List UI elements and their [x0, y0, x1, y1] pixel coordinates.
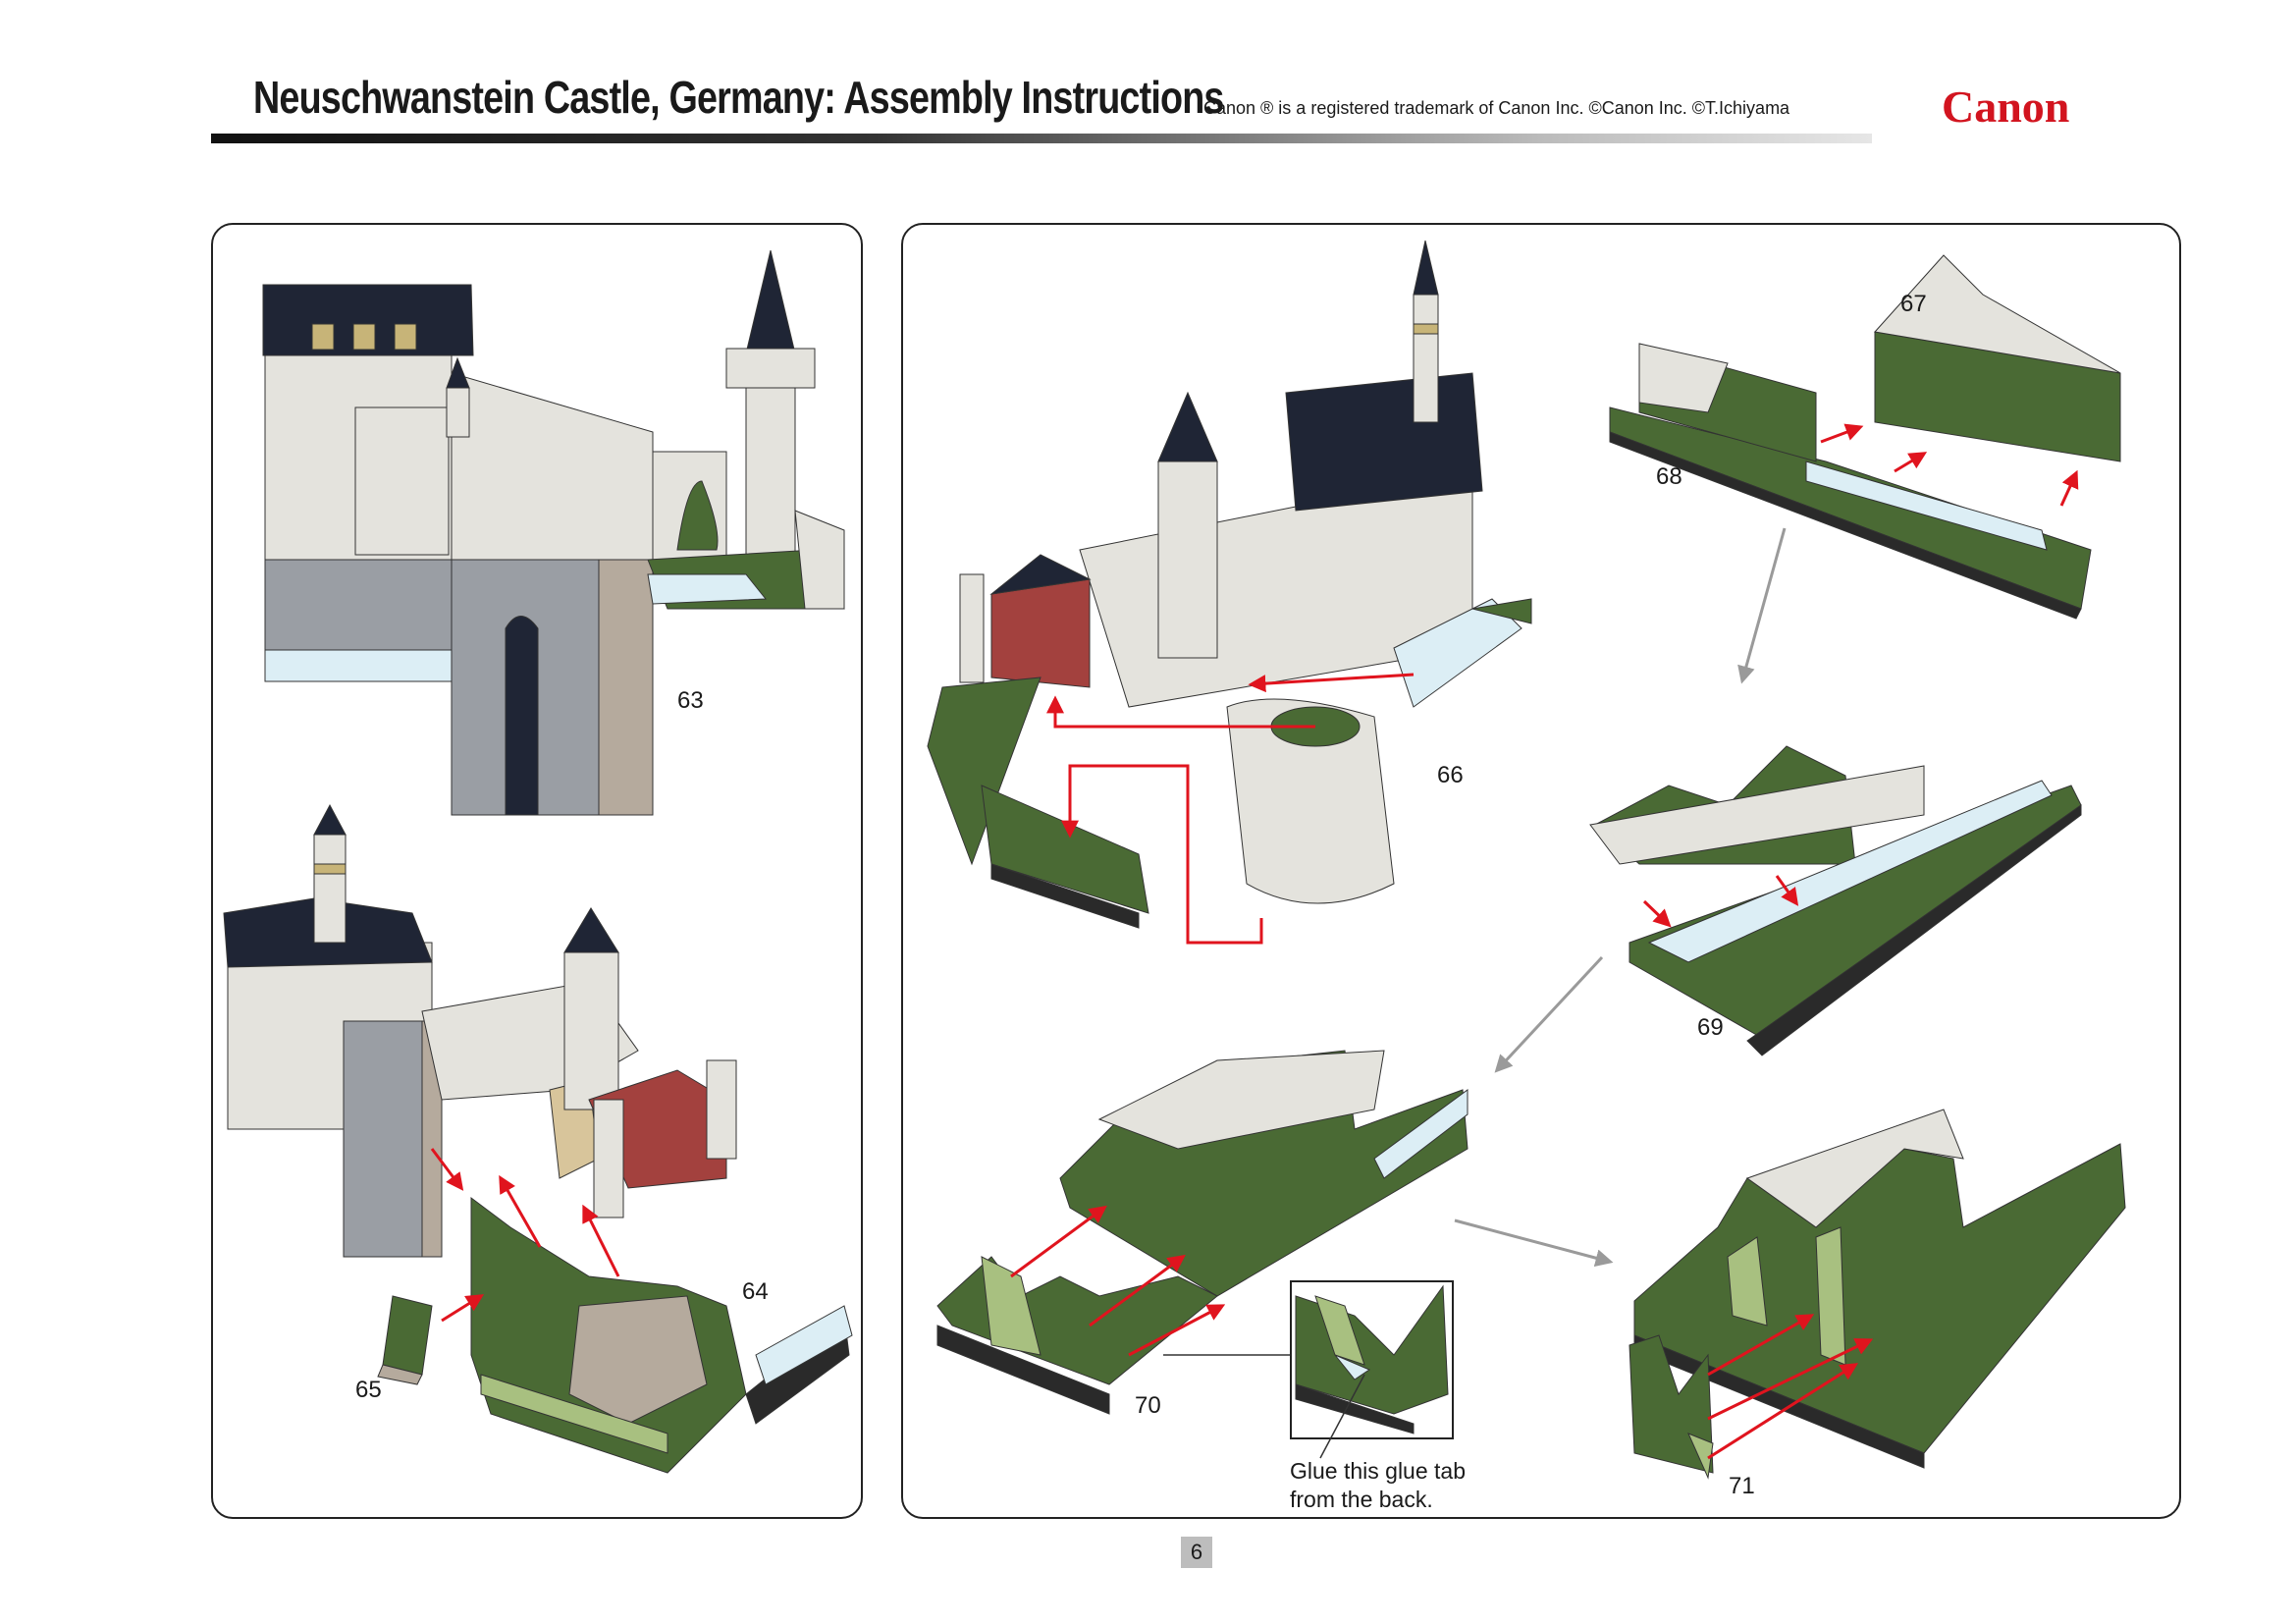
- base-model-step-70: [936, 1050, 1468, 1415]
- step-label-66: 66: [1437, 762, 1464, 788]
- castle-model-step-66: [927, 240, 1532, 929]
- page-title: Neuschwanstein Castle, Germany: Assembly…: [253, 72, 1224, 123]
- step-label-69: 69: [1697, 1014, 1724, 1041]
- arrows-step-67-68: [1820, 423, 2079, 507]
- arrows-step-71: [1707, 1314, 1874, 1460]
- step-label-67: 67: [1900, 291, 1927, 317]
- step-label-63: 63: [677, 687, 704, 714]
- page-number: 6: [1181, 1537, 1212, 1568]
- glue-tab-note: Glue this glue tab from the back.: [1290, 1457, 1466, 1514]
- base-model-step-71: [1629, 1109, 2126, 1480]
- note-pointer: [1319, 1374, 1365, 1459]
- gray-arrow-2: [1494, 955, 1604, 1073]
- glue-tab-note-line-2: from the back.: [1290, 1487, 1433, 1512]
- header-rule: [211, 134, 1872, 143]
- castle-model-step-63: [262, 249, 845, 816]
- step-label-64: 64: [742, 1278, 769, 1305]
- arrows-step-70: [1010, 1205, 1226, 1357]
- base-model-step-67-68: [1609, 254, 2121, 620]
- rock-base-step-64: [377, 1197, 853, 1474]
- arrows-step-69: [1642, 875, 1799, 928]
- arrows-step-64: [430, 1148, 620, 1323]
- step-label-68: 68: [1656, 463, 1682, 490]
- step-label-70: 70: [1135, 1392, 1161, 1419]
- step-label-65: 65: [355, 1377, 382, 1403]
- trademark-note: Canon ® is a registered trademark of Can…: [1203, 98, 1790, 118]
- detail-inset-step-70: [1290, 1280, 1454, 1439]
- castle-model-step-64: [223, 803, 737, 1258]
- brand-logo: Canon: [1942, 81, 2070, 132]
- gray-arrow-1: [1737, 527, 1787, 684]
- glue-tab-note-line-1: Glue this glue tab: [1290, 1458, 1467, 1484]
- step-label-71: 71: [1729, 1473, 1755, 1499]
- gray-arrow-3: [1454, 1218, 1614, 1267]
- base-model-step-69: [1589, 745, 2082, 1056]
- arrows-step-66: [1046, 673, 1415, 945]
